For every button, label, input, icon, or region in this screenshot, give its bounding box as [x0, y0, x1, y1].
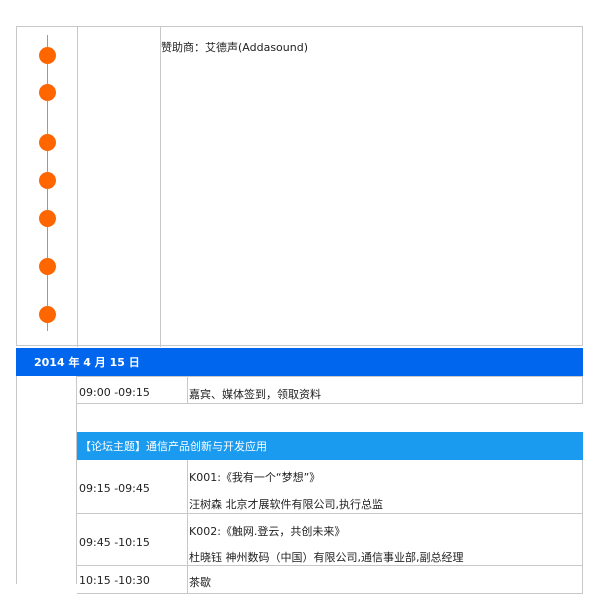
- empty-column: [78, 27, 161, 347]
- time-text: 09:45 -10:15: [79, 536, 150, 549]
- session-title: K001:《我有一个“梦想”》: [189, 471, 321, 484]
- table-row: 09:45 -10:15 K002:《触网.登云，共创未来》 杜晓钰 神州数码（…: [77, 514, 583, 566]
- time-text: 10:15 -10:30: [79, 574, 150, 587]
- session-cell: 茶歇: [188, 566, 582, 593]
- session-title: 茶歇: [189, 576, 211, 589]
- table-row: 09:00 -09:15 嘉宾、媒体签到，领取资料: [77, 376, 583, 404]
- time-text: 09:15 -09:45: [79, 482, 150, 495]
- date-header: 2014 年 4 月 15 日: [16, 348, 583, 376]
- session-speaker: 汪树森 北京才展软件有限公司,执行总监: [189, 498, 383, 511]
- session-cell: K002:《触网.登云，共创未来》 杜晓钰 神州数码（中国）有限公司,通信事业部…: [188, 514, 582, 565]
- timeline-dot: [39, 306, 56, 323]
- timeline-dot: [39, 47, 56, 64]
- timeline-dot: [39, 210, 56, 227]
- sponsor-cell: 赞助商：艾德声(Addasound): [161, 27, 582, 347]
- time-cell: 09:15 -09:45: [77, 460, 188, 513]
- session-title: 嘉宾、媒体签到，领取资料: [189, 388, 321, 401]
- session-title: K002:《触网.登云，共创未来》: [189, 525, 346, 538]
- session-cell: K001:《我有一个“梦想”》 汪树森 北京才展软件有限公司,执行总监: [188, 460, 582, 513]
- session-speaker: 杜晓钰 神州数码（中国）有限公司,通信事业部,副总经理: [189, 551, 464, 564]
- schedule-table: 09:00 -09:15 嘉宾、媒体签到，领取资料 【论坛主题】通信产品创新与开…: [16, 376, 583, 594]
- sponsor-text: 赞助商：艾德声(Addasound): [161, 41, 309, 54]
- forum-topic-bar: 【论坛主题】通信产品创新与开发应用: [77, 432, 583, 460]
- agenda-frame: 赞助商：艾德声(Addasound) 2014 年 4 月 15 日 09:00…: [16, 26, 583, 594]
- timeline-column: [17, 27, 78, 347]
- timeline-dot: [39, 134, 56, 151]
- schedule-left-column: [16, 376, 77, 584]
- timeline-dot: [39, 172, 56, 189]
- session-cell: 嘉宾、媒体签到，领取资料: [188, 377, 582, 403]
- time-text: 09:00 -09:15: [79, 386, 150, 399]
- time-cell: 09:45 -10:15: [77, 514, 188, 565]
- time-cell: 09:00 -09:15: [77, 377, 188, 403]
- timeline-dot: [39, 258, 56, 275]
- time-cell: 10:15 -10:30: [77, 566, 188, 593]
- sponsor-block: 赞助商：艾德声(Addasound): [16, 26, 583, 347]
- table-row: 09:15 -09:45 K001:《我有一个“梦想”》 汪树森 北京才展软件有…: [77, 460, 583, 514]
- timeline-dot: [39, 84, 56, 101]
- table-row: 10:15 -10:30 茶歇: [77, 566, 583, 594]
